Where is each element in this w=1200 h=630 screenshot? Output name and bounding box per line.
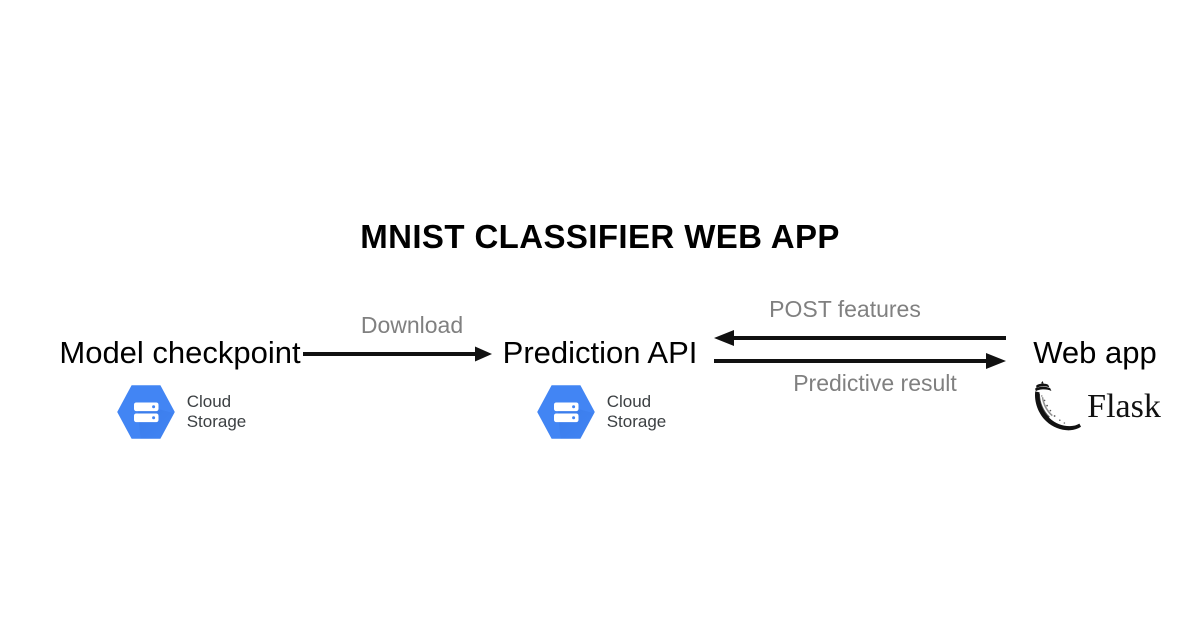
gcs-logo-group-middle: Cloud Storage	[452, 382, 748, 442]
node-web-app: Web app	[1000, 336, 1190, 436]
edge-label-predictive-result: Predictive result	[793, 370, 957, 396]
gcs-wordmark-line2: Storage	[606, 412, 667, 431]
flask-logo-group: Flask	[1000, 378, 1190, 436]
arrow-predictive-result-right	[714, 352, 1006, 370]
node-prediction-api: Prediction API	[452, 336, 748, 442]
arrow-download-right	[303, 345, 493, 363]
node-prediction-api-label: Prediction API	[502, 335, 698, 370]
gcs-wordmark-line2: Storage	[186, 412, 247, 431]
gcs-wordmark-line1: Cloud	[186, 392, 232, 411]
page-title: MNIST CLASSIFIER WEB APP	[360, 218, 840, 255]
google-cloud-storage-icon	[534, 382, 598, 442]
arrow-post-features-left	[714, 329, 1006, 347]
flask-wordmark: Flask	[1087, 388, 1161, 425]
gcs-wordmark-line1: Cloud	[606, 392, 652, 411]
edge-label-post-features: POST features	[769, 296, 921, 322]
edge-label-download: Download	[360, 312, 464, 338]
gcs-wordmark-left: Cloud Storage	[187, 392, 247, 432]
node-model-checkpoint: Model checkpoint	[20, 336, 340, 442]
gcs-logo-group-left: Cloud Storage	[20, 382, 340, 442]
gcs-wordmark-middle: Cloud Storage	[607, 392, 667, 432]
google-cloud-storage-icon	[114, 382, 178, 442]
node-web-app-label: Web app	[1033, 335, 1157, 370]
node-model-checkpoint-label: Model checkpoint	[59, 335, 301, 370]
flask-horn-icon	[1029, 378, 1085, 436]
